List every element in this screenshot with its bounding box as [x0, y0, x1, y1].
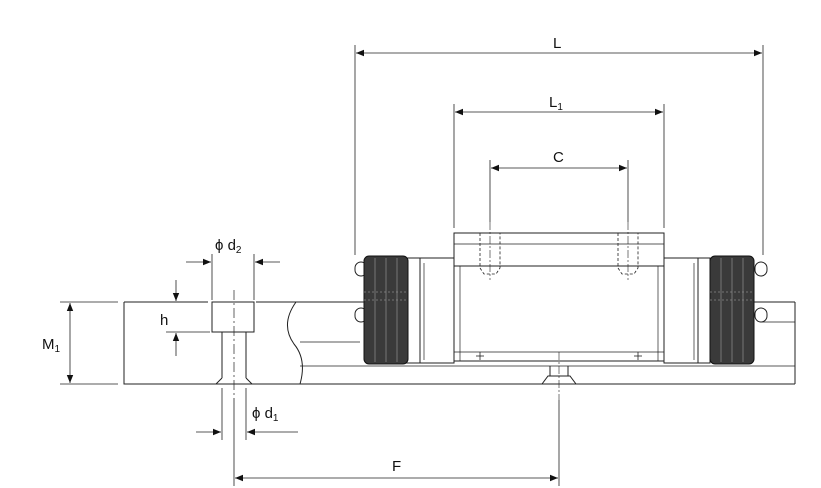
end-seal-left: [363, 255, 409, 365]
end-seal-right: [709, 255, 755, 365]
rail-break-line: [287, 301, 303, 385]
label-h: h: [160, 312, 168, 329]
label-C: C: [553, 149, 564, 166]
label-M1: M1: [42, 336, 61, 355]
counterbore-hole: [211, 290, 255, 398]
cross-marks: [476, 352, 642, 360]
carriage-block: [453, 232, 665, 362]
hole-centerlines: [489, 222, 629, 400]
carriage: [354, 232, 768, 364]
label-d2: ϕ d2: [215, 237, 242, 256]
label-F: F: [392, 458, 401, 475]
tapped-holes: [479, 233, 639, 275]
rail-section-outline: [123, 302, 300, 385]
label-d1: ϕ d1: [252, 405, 279, 424]
dimension-lines: [60, 45, 764, 486]
label-L: L: [553, 35, 561, 52]
label-L1: L1: [549, 94, 563, 113]
